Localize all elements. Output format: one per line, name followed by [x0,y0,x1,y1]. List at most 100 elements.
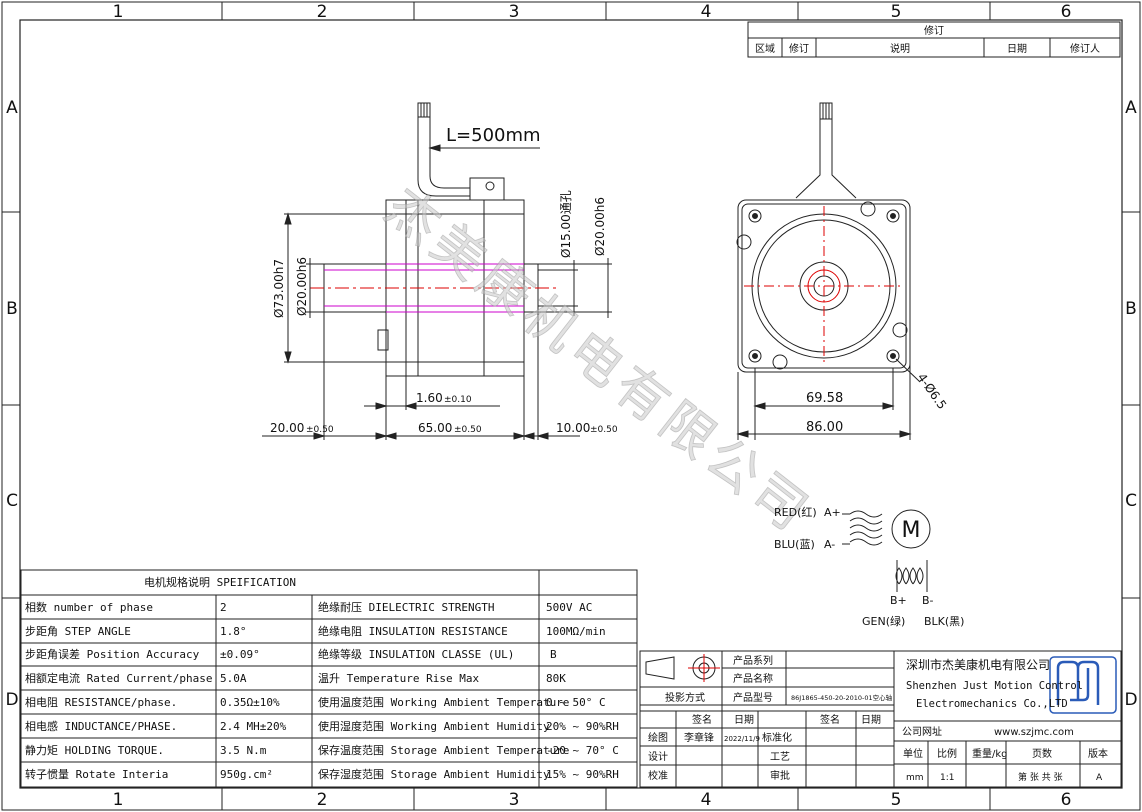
spec-key: 绝缘耐压 DIELECTRIC STRENGTH [318,600,494,614]
company-en-1: Shenzhen Just Motion Control [906,680,1083,692]
spec-value: 100MΩ/min [546,625,606,638]
spec-text: 电机规格说明 SPEIFICATION 相数 number of phase 2… [25,575,619,781]
col-label: 1 [113,790,124,810]
spec-value: ±0.09° [220,648,260,661]
col-label: 4 [701,2,712,22]
weight-label: 重量/kg [972,747,1008,760]
spec-key: 绝缘电阻 INSULATION RESISTANCE [318,624,508,638]
dim-bolt-circle: 69.58 [806,391,843,406]
front-view [736,102,921,440]
series-label: 产品系列 [733,654,773,667]
approve-label: 审批 [770,769,790,782]
sign-label-2: 签名 [820,713,840,726]
spec-key: 相电感 INDUCTANCE/PHASE. [25,720,177,733]
dim-flange-tol: ±0.10 [444,395,472,405]
pages-value: 第 张 共 张 [1018,771,1063,783]
spec-title: 电机规格说明 SPEIFICATION [144,575,296,589]
dim-shaft-left: 20.00 [270,421,304,435]
model-label: 产品型号 [733,691,773,704]
dim-body-tol: ±0.50 [454,425,482,435]
front-view-labels: 4-Ø6.5 69.58 86.00 [806,371,949,435]
company-en-2: Electromechanics Co.,LTD [916,698,1068,710]
wire-gen: GEN(绿) [862,614,905,628]
version-value: A [1096,773,1103,783]
row-label: C [6,491,18,511]
design-label: 设计 [648,750,668,763]
wire-a-minus: A- [824,538,835,551]
title-block-text: 产品系列 产品名称 投影方式 产品型号 86J1865-450-20-2010-… [648,654,1108,783]
spec-key: 温升 Temperature Rise Max [318,672,479,685]
wiring-labels: RED(红) A+ BLU(蓝) A- M B+ B- GEN(绿) BLK(黑… [774,506,964,628]
unit-value: mm [906,773,924,783]
site-label: 公司网址 [902,725,942,738]
spec-key: 保存温度范围 Storage Ambient Temperature [318,743,569,757]
standard-label: 标准化 [762,731,792,744]
projection-label: 投影方式 [665,691,705,704]
col-label: 3 [509,2,520,22]
side-view [262,102,612,440]
spec-key: 步距角 STEP ANGLE [25,625,131,638]
spec-key: 静力矩 HOLDING TORQUE. [25,743,164,757]
dim-flange: 1.60 [416,391,443,405]
col-label: 5 [891,790,902,810]
wire-blu: BLU(蓝) [774,538,815,551]
revision-header: 说明 [890,42,910,55]
wiring-diagram [842,509,931,592]
dim-square: 86.00 [806,420,843,435]
row-label: C [1125,491,1137,511]
side-view-labels: L=500mm Ø73.00h7 Ø20.00h6 Ø15.00通孔 Ø20.0… [270,125,618,435]
spec-value: 5.0A [220,672,247,685]
dim-hole-diameter: Ø15.00通孔 [559,190,573,258]
revision-header: 修订人 [1070,42,1100,55]
revision-header: 区域 [755,42,775,55]
spec-key: 步距角误差 Position Accuracy [25,647,200,661]
version-label: 版本 [1088,747,1108,760]
spec-value: 1.8° [220,625,247,638]
row-label: A [6,98,18,118]
spec-value: 3.5 N.m [220,744,267,757]
spec-value: 0 ~ 50° C [546,696,606,709]
col-label: 4 [701,790,712,810]
model-value: 86J1865-450-20-2010-01空心轴 [791,693,893,702]
drawer: 李章锋 [684,731,714,744]
wire-b-minus: B- [922,594,934,607]
wire-a-plus: A+ [824,506,841,519]
row-label: A [1125,98,1137,118]
check-label: 校准 [648,769,668,782]
spec-value: 20% ~ 90%RH [546,720,619,733]
row-label: B [6,299,18,319]
spec-table [20,569,638,788]
col-label: 3 [509,790,520,810]
pages-label: 页数 [1032,747,1052,760]
dim-outer-diameter: Ø73.00h7 [272,259,286,318]
spec-key: 相电阻 RESISTANCE/phase. [25,696,177,709]
revision-title: 修订 [924,24,944,37]
spec-value: 2 [220,601,227,614]
date-label-2: 日期 [861,714,881,726]
row-label: D [5,690,18,710]
unit-label: 单位 [903,747,923,760]
col-label: 2 [317,2,328,22]
dim-body: 65.00 [418,421,452,435]
craft-label: 工艺 [770,751,790,763]
spec-key: 转子惯量 Rotate Interia [25,767,168,781]
spec-key: 绝缘等级 INSULATION CLASSE (UL) [318,647,514,661]
col-label: 5 [891,2,902,22]
company-cn: 深圳市杰美康机电有限公司 [906,657,1050,672]
wire-blk: BLK(黑) [924,615,964,628]
revision-header: 日期 [1007,43,1027,55]
spec-value: 2.4 MH±20% [220,720,287,733]
col-label: 2 [317,790,328,810]
hole-label: 4-Ø6.5 [915,371,950,412]
wire-b-plus: B+ [890,594,907,607]
spec-value: 500V AC [546,601,592,614]
site-url: www.szjmc.com [994,727,1074,738]
grid-labels: 1 2 3 4 5 6 1 2 3 4 5 6 A B C D A B C D [5,2,1137,810]
scale-value: 1:1 [940,773,954,783]
sign-label: 签名 [692,713,712,726]
dim-shaft-right: 10.00 [556,421,590,435]
scale-label: 比例 [937,747,957,760]
